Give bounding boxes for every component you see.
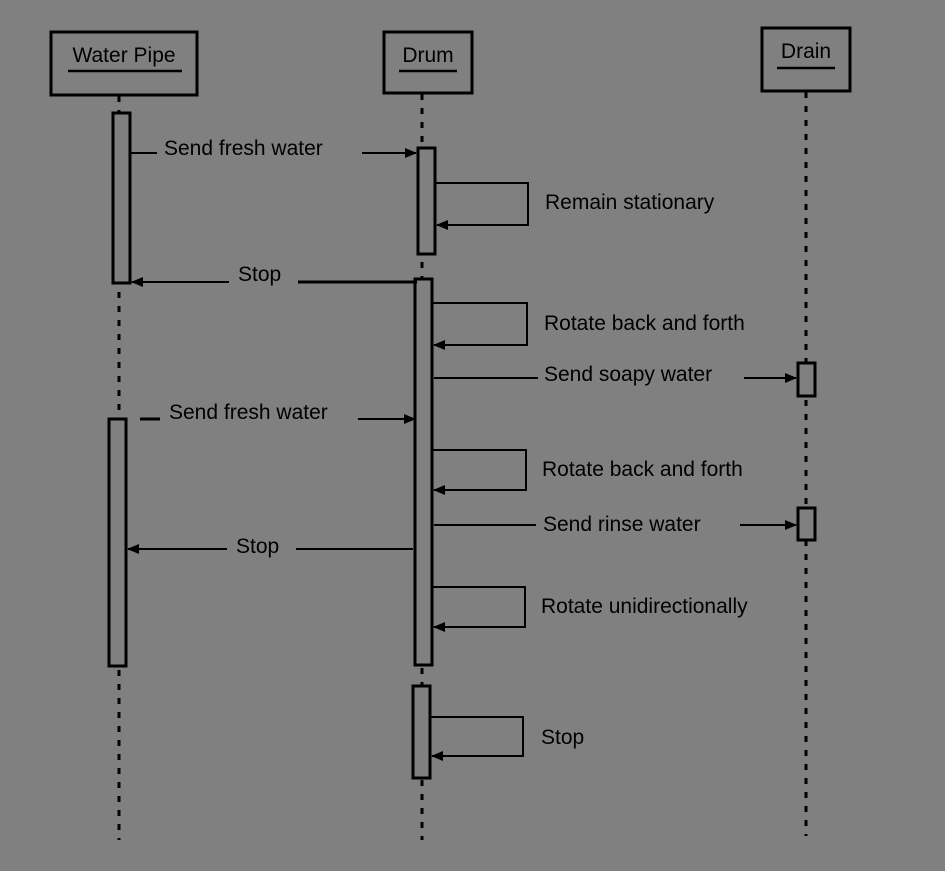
object-drain: Drain xyxy=(760,26,852,93)
message-labels: Send fresh water Remain stationary Stop … xyxy=(164,137,748,749)
self-message-remain-stationary xyxy=(436,182,529,230)
activation-bar xyxy=(416,146,437,256)
message-label: Rotate back and forth xyxy=(544,312,745,335)
messages xyxy=(127,148,797,761)
message-label: Stop xyxy=(541,726,584,749)
object-label: Water Pipe xyxy=(72,44,175,67)
activation-bar xyxy=(111,111,132,285)
message-label: Stop xyxy=(238,263,281,286)
message-label: Send soapy water xyxy=(544,363,712,386)
self-message-rotate-unidirectionally xyxy=(433,586,526,632)
object-drum: Drum xyxy=(382,30,474,95)
object-water-pipe: Water Pipe xyxy=(49,30,199,97)
activation-bar xyxy=(107,417,128,668)
activation-bar xyxy=(796,361,817,398)
message-label: Rotate unidirectionally xyxy=(541,595,748,618)
object-label: Drum xyxy=(402,44,453,67)
message-label: Stop xyxy=(236,535,279,558)
activation-bar xyxy=(411,684,432,780)
self-message-rotate-back-forth-2 xyxy=(433,449,527,495)
activation-bar xyxy=(413,277,434,667)
object-label: Drain xyxy=(781,40,831,63)
message-label: Send fresh water xyxy=(164,137,323,160)
message-label: Remain stationary xyxy=(545,191,715,214)
message-label: Send fresh water xyxy=(169,401,328,424)
self-message-rotate-back-forth xyxy=(433,302,528,350)
message-label: Rotate back and forth xyxy=(542,458,743,481)
message-label: Send rinse water xyxy=(543,513,701,536)
self-message-stop xyxy=(431,716,524,761)
activation-bar xyxy=(796,506,817,542)
activation-bars xyxy=(107,111,817,780)
